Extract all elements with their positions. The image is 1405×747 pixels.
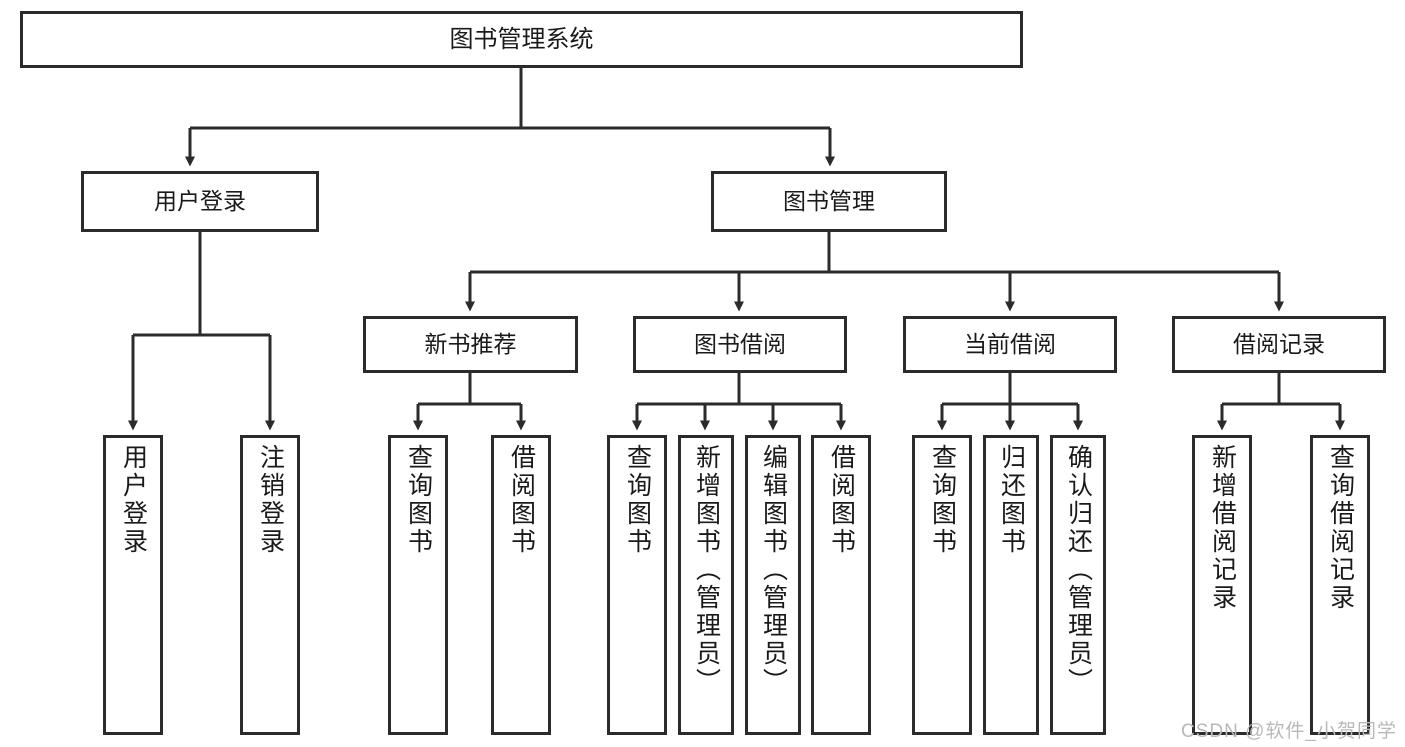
- node-current-borrow[interactable]: 当前借阅: [903, 316, 1117, 373]
- node-label: 用户登录: [119, 444, 148, 556]
- node-label: 编辑图书（管理员）: [759, 444, 788, 696]
- node-label: 借阅图书: [827, 444, 856, 556]
- node-label: 注销登录: [256, 444, 285, 556]
- node-label: 借阅图书: [507, 444, 536, 556]
- leaf-book-borrow-query[interactable]: 查询图书: [607, 435, 667, 735]
- node-user-login[interactable]: 用户登录: [81, 171, 319, 232]
- node-book-management[interactable]: 图书管理: [711, 171, 947, 232]
- node-new-book-recommend[interactable]: 新书推荐: [363, 316, 578, 373]
- leaf-book-borrow-add[interactable]: 新增图书（管理员）: [678, 435, 734, 735]
- leaf-borrow-record-query[interactable]: 查询借阅记录: [1310, 435, 1370, 735]
- leaf-new-book-query[interactable]: 查询图书: [388, 435, 448, 735]
- node-label: 借阅记录: [1233, 331, 1325, 358]
- leaf-new-book-borrow[interactable]: 借阅图书: [491, 435, 551, 735]
- node-label: 新增图书（管理员）: [692, 444, 721, 696]
- leaf-borrow-record-add[interactable]: 新增借阅记录: [1192, 435, 1252, 735]
- node-label: 查询图书: [623, 444, 652, 556]
- node-label: 图书管理系统: [449, 25, 594, 53]
- node-root-system[interactable]: 图书管理系统: [20, 11, 1023, 68]
- node-label: 确认归还（管理员）: [1064, 444, 1093, 696]
- node-label: 查询借阅记录: [1326, 444, 1355, 612]
- node-label: 图书借阅: [694, 331, 786, 358]
- leaf-current-borrow-return[interactable]: 归还图书: [983, 435, 1039, 735]
- leaf-current-borrow-query[interactable]: 查询图书: [912, 435, 972, 735]
- leaf-book-borrow-borrow[interactable]: 借阅图书: [811, 435, 871, 735]
- leaf-user-login-signout[interactable]: 注销登录: [240, 435, 300, 735]
- node-label: 当前借阅: [964, 331, 1056, 358]
- csdn-watermark: CSDN @软件_小贺同学: [1181, 721, 1397, 742]
- node-label: 用户登录: [154, 188, 246, 215]
- node-label: 图书管理: [783, 188, 875, 215]
- node-book-borrow[interactable]: 图书借阅: [633, 316, 847, 373]
- node-label: 归还图书: [997, 444, 1026, 556]
- leaf-current-borrow-confirm-return[interactable]: 确认归还（管理员）: [1050, 435, 1106, 735]
- node-label: 新书推荐: [424, 331, 517, 358]
- node-borrow-record[interactable]: 借阅记录: [1172, 316, 1386, 373]
- node-label: 查询图书: [404, 444, 433, 556]
- node-label: 查询图书: [928, 444, 957, 556]
- node-label: 新增借阅记录: [1208, 444, 1237, 612]
- leaf-user-login-signin[interactable]: 用户登录: [103, 435, 163, 735]
- leaf-book-borrow-edit[interactable]: 编辑图书（管理员）: [745, 435, 801, 735]
